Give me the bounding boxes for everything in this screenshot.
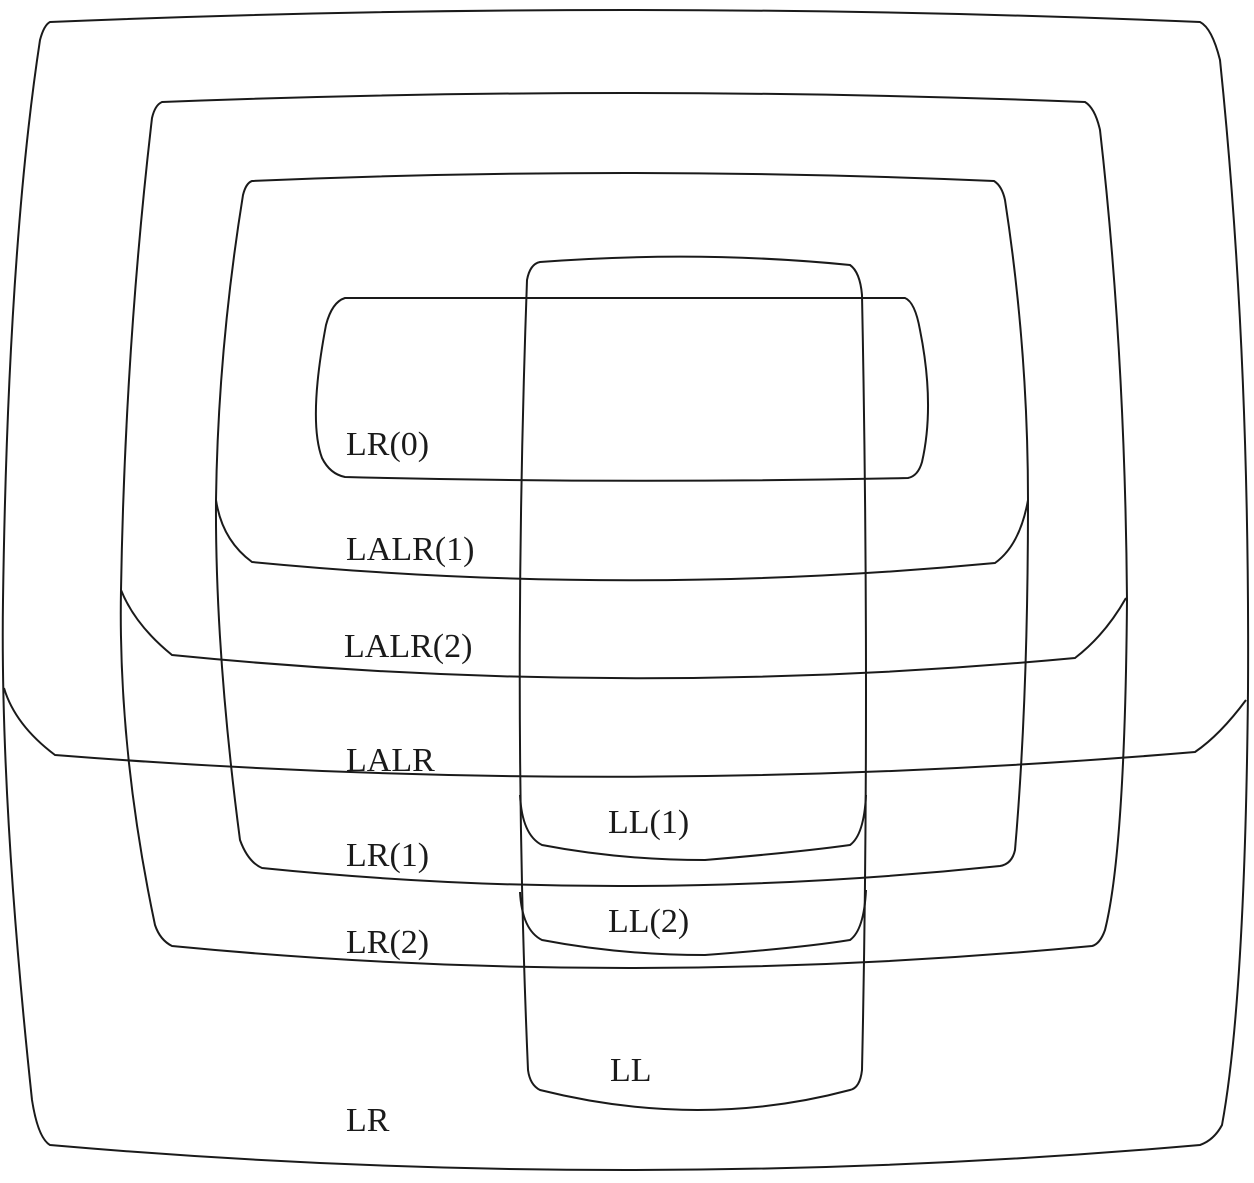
label-lr0: LR(0) (346, 426, 429, 463)
label-lalr2: LALR(2) (344, 628, 472, 665)
lr1-region (214, 172, 1030, 887)
ll2-boundary (519, 889, 867, 957)
lr0-region (314, 297, 929, 482)
label-lr2: LR(2) (346, 924, 429, 961)
label-lr: LR (346, 1102, 390, 1139)
label-ll1: LL(1) (608, 804, 689, 841)
label-ll: LL (610, 1052, 652, 1089)
lr-region (1, 9, 1250, 1171)
lalr2-boundary (120, 589, 1127, 680)
label-lalr: LALR (346, 742, 435, 779)
lr2-region (119, 92, 1129, 969)
lalr-boundary (3, 687, 1247, 778)
lalr1-boundary (215, 499, 1029, 582)
ll1-boundary (519, 794, 867, 862)
label-lr1: LR(1) (346, 837, 429, 874)
label-ll2: LL(2) (608, 903, 689, 940)
label-lalr1: LALR(1) (346, 531, 474, 568)
ll-region (518, 255, 867, 1111)
